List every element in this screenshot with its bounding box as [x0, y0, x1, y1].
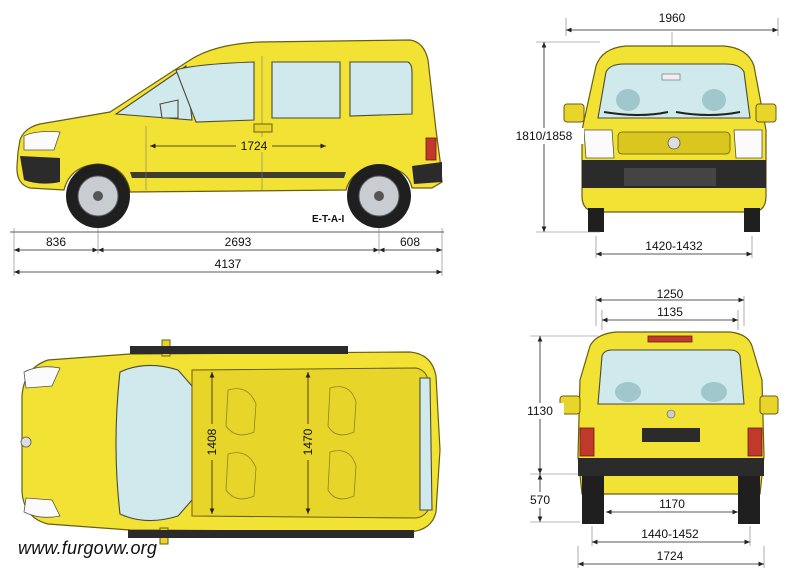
- front-view-right-tire: [744, 208, 760, 232]
- top-view-roof-rail-right: [128, 530, 278, 538]
- rear-view-opening-height-bg: [516, 403, 564, 419]
- rear-view-body-width: 1724: [657, 549, 684, 563]
- front-view-wiper-right: [675, 111, 741, 116]
- rear-view-rear-track: 1440-1452: [641, 527, 699, 541]
- front-view-height-bg: [504, 128, 584, 144]
- side-view-headlight: [23, 131, 61, 151]
- side-view-rear-window: [349, 61, 413, 117]
- front-view: 1960 1810/1858 1420-1432: [504, 11, 779, 258]
- top-view-rear-window: [419, 377, 433, 511]
- side-view-front-wheel: [66, 164, 130, 228]
- top-view-right-headlight: [23, 497, 61, 518]
- rear-view-left-tire: [582, 476, 604, 524]
- top-view-left-headlight: [23, 366, 61, 389]
- rear-view-opening-width: 1135: [657, 305, 683, 319]
- side-view-overall-length: 4137: [215, 257, 242, 271]
- front-view-front-track: 1420-1432: [645, 239, 703, 253]
- rear-view-logo: [666, 409, 676, 419]
- side-view-body-strip: [130, 172, 346, 178]
- rear-view-sill-height-bg: [520, 492, 560, 508]
- rear-view-right-tire: [738, 476, 760, 524]
- top-view-roof-rail-left: [130, 346, 280, 354]
- rear-view-left-tail-light: [579, 427, 595, 457]
- side-view-rear-wheel: [347, 164, 411, 228]
- front-view-logo: [667, 136, 681, 150]
- side-view-interior-length: 1724: [241, 139, 268, 153]
- rear-view-opening-height: 1130: [527, 404, 553, 418]
- side-view-middle-window: [271, 61, 341, 119]
- top-view-seat-outlines: [225, 386, 357, 500]
- front-view-left-seat: [616, 89, 640, 111]
- front-view-right-headlight: [733, 129, 763, 159]
- rear-view-load-sill-height: 570: [530, 493, 550, 507]
- rear-view: 1250 1135 1130 570 1170 1440-1452 1724: [516, 287, 779, 568]
- rear-view-bumper: [578, 458, 764, 476]
- rear-view-brake-light: [647, 335, 693, 343]
- side-view-body-marking: E-T-A-I: [312, 214, 344, 225]
- front-view-left-tire: [588, 208, 604, 232]
- front-view-windscreen: [597, 63, 751, 119]
- front-view-right-seat: [702, 89, 726, 111]
- top-view-interior-width-rear: 1470: [301, 428, 315, 455]
- front-view-right-mirror: [755, 103, 777, 123]
- side-view-skirt: [20, 156, 60, 184]
- top-view-interior-width-front: 1408: [205, 428, 219, 455]
- top-view-logo: [20, 436, 32, 448]
- watermark-text: www.furgovw.org: [18, 538, 158, 558]
- front-view-lower-grille: [624, 168, 716, 186]
- rear-view-right-tail-light: [747, 427, 763, 457]
- front-view-left-mirror: [563, 103, 585, 123]
- front-view-wiper-left: [603, 111, 669, 116]
- front-view-height: 1810/1858: [516, 129, 573, 143]
- side-view-rear-overhang: 608: [400, 235, 420, 249]
- side-view-front-overhang: 836: [46, 235, 66, 249]
- rear-view-right-seat: [701, 382, 727, 402]
- rear-view-top-width: 1250: [657, 287, 684, 301]
- top-view-rear-width-bg: [298, 424, 318, 460]
- front-view-overall-width: 1960: [659, 11, 686, 25]
- side-view-door-handle: [253, 123, 273, 133]
- front-view-rear-mirror: [661, 73, 681, 81]
- side-view-rear-bumper: [412, 162, 442, 184]
- top-view: 1408 1470: [20, 339, 441, 545]
- top-view-windscreen: [115, 364, 193, 522]
- rear-view-right-mirror: [759, 395, 779, 415]
- top-view-roof-rail-mid: [262, 346, 348, 354]
- side-view-wheelbase: 2693: [225, 235, 252, 249]
- side-view: E-T-A-I 1724 836 2693 608 4137: [10, 39, 444, 276]
- rear-view-left-seat: [615, 382, 641, 402]
- side-view-front-window: [175, 61, 255, 123]
- side-view-mirror: [159, 99, 179, 119]
- rear-view-floor-width: 1170: [659, 497, 685, 511]
- top-view-front-width-bg: [202, 424, 222, 460]
- rear-view-plate-recess: [642, 428, 700, 442]
- front-view-left-headlight: [583, 129, 615, 159]
- side-view-tail-light: [425, 137, 437, 161]
- top-view-roof-rail-right2: [264, 530, 414, 538]
- side-view-interior-length-bg: [236, 137, 272, 152]
